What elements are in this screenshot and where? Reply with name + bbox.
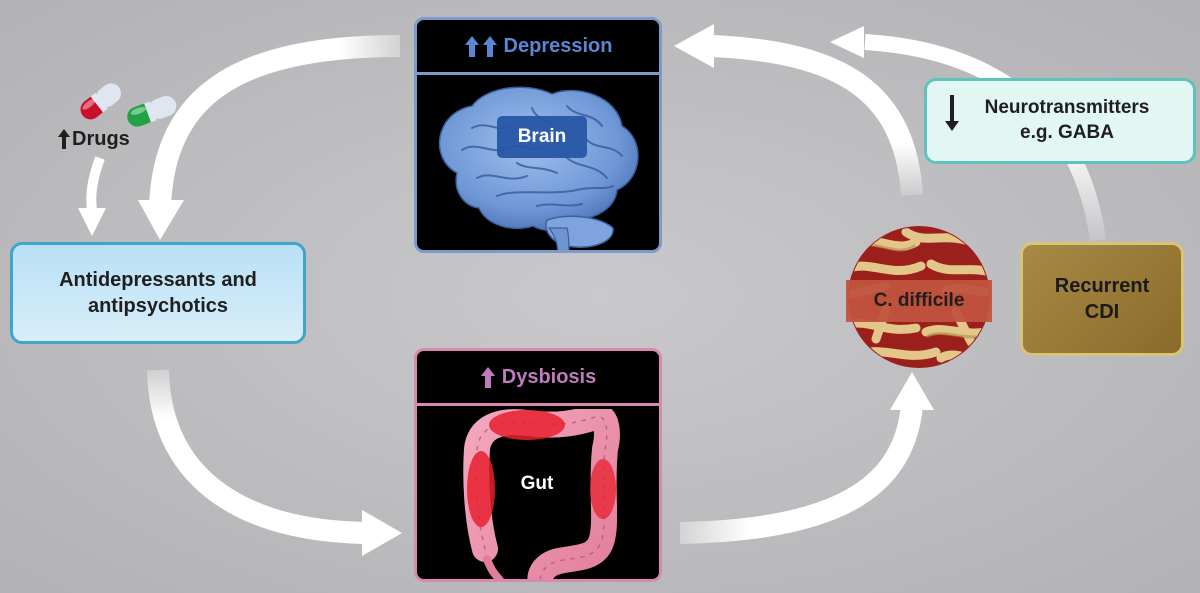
cdiff-label-text: C. difficile	[873, 290, 965, 311]
brain-label-text: Brain	[517, 126, 567, 147]
recurrent-cdi-box: Recurrent CDI	[1020, 242, 1184, 356]
arrow-head-dysbiosis	[362, 510, 402, 556]
brain-illustration	[438, 86, 639, 250]
neurotransmitters-box: Neurotransmitters e.g. GABA	[924, 78, 1196, 164]
gut-label: Gut	[487, 469, 587, 499]
drugs-label: Drugs	[72, 127, 130, 150]
brain-label: Brain	[497, 116, 587, 158]
double-arrow-up-icon	[464, 36, 497, 57]
arrow-down-icon	[945, 95, 959, 131]
arrow-antidepressants-to-dysbiosis	[147, 369, 366, 544]
gut-illustration	[463, 409, 620, 579]
arrow-drugs-to-antidepressants	[86, 156, 105, 211]
neurotransmitters-line1: Neurotransmitters	[984, 97, 1150, 119]
arrow-up-icon	[58, 129, 70, 149]
dysbiosis-panel: Dysbiosis Gut	[414, 348, 662, 582]
antidepressants-line1: Antidepressants and	[59, 269, 257, 291]
antidepressants-line2: antipsychotics	[87, 295, 229, 317]
cdiff-bacteria-circle	[846, 226, 992, 368]
arrow-head-top-right	[830, 26, 864, 58]
arrow-cdiff-to-depression	[711, 35, 923, 196]
dysbiosis-title: Dysbiosis	[501, 365, 597, 388]
pills-icon	[80, 83, 177, 127]
arrow-dysbiosis-to-cdiff	[679, 403, 923, 544]
cdiff-label: C. difficile	[846, 280, 992, 322]
dysbiosis-header: Dysbiosis	[417, 351, 659, 403]
neurotransmitters-line2: e.g. GABA	[1020, 122, 1114, 143]
drugs-label-group: Drugs	[58, 127, 130, 151]
recurrent-line2: CDI	[1084, 301, 1120, 323]
arrow-depression-to-antidepressants	[149, 35, 401, 206]
antidepressants-box: Antidepressants and antipsychotics	[10, 242, 306, 344]
depression-title: Depression	[503, 34, 613, 57]
arrow-head-antidepressants	[138, 200, 184, 240]
depression-header: Depression	[417, 20, 659, 72]
arrow-head-drugs	[78, 208, 106, 236]
arrow-head-depression	[674, 24, 714, 68]
recurrent-line1: Recurrent	[1054, 275, 1150, 297]
depression-panel: Depression	[414, 17, 662, 253]
arrow-up-icon	[480, 367, 495, 388]
arrow-head-cdiff	[890, 372, 934, 410]
gut-label-text: Gut	[520, 473, 554, 494]
